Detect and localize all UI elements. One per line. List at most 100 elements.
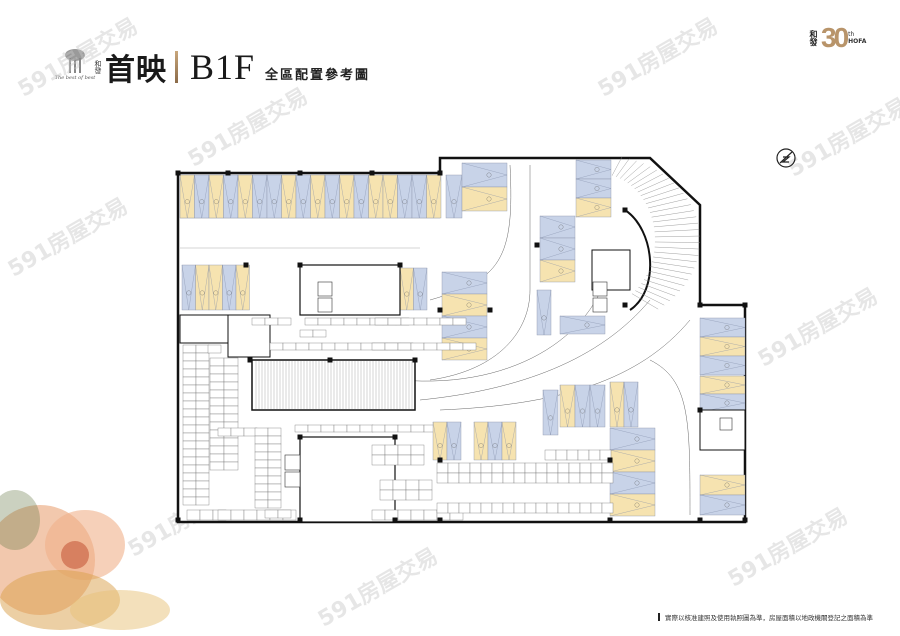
motorcycle-space [254,491,269,501]
stall-marking [324,174,340,219]
stall-number [228,199,234,205]
stall-number [506,443,512,448]
stall-marking [589,384,606,428]
motorcycle-space [209,357,225,367]
stall-number [541,315,547,321]
ramp-step [643,187,680,200]
motorcycle-space [384,444,399,456]
motorcycle-space [182,416,197,426]
parking-stall [208,174,224,219]
motorcycle-space [579,472,592,484]
parking-stall [411,174,427,219]
parking-stall [559,315,606,335]
motorcycle-space [458,462,471,474]
motorcycle-space [480,472,493,484]
parking-stall [208,264,223,311]
motorcycle-space [254,443,269,453]
motorcycle-space [447,462,460,474]
ramp-step [615,158,630,178]
stall-marking [441,337,488,361]
stall-number [595,408,600,414]
motorcycle-space [295,342,310,351]
motorcycle-space [182,368,197,378]
parking-stall [559,384,576,428]
stall-marking [575,178,612,199]
stall-number [451,443,457,448]
ramp-step [654,235,700,238]
motorcycle-space [535,462,548,474]
structural-column [622,207,628,213]
stall-number [466,302,472,308]
motorcycle-space [254,475,269,485]
ramp-step [631,293,659,310]
ramp-step [643,279,681,292]
motorcycle-space [397,424,412,433]
motorcycle-space [230,509,245,521]
stall-number [199,199,205,205]
motorcycle-space [579,502,592,514]
parking-stall [235,264,250,311]
parking-stall [181,264,196,311]
parking-stall [461,162,508,188]
parking-stall [539,237,576,261]
motorcycle-space [254,435,269,445]
stair-core [299,264,401,316]
stall-marking [539,215,576,239]
stall-marking [609,427,656,451]
ramp-step [651,261,695,269]
ramp-step [645,192,684,204]
motorcycle-space [601,502,614,514]
elevator-icon [284,471,301,488]
stall-number [417,291,423,297]
stall-number [213,199,219,205]
parking-stall [179,174,195,219]
motorcycle-space [223,461,239,471]
motorcycle-space [209,397,225,407]
parking-stall [609,471,656,495]
motorcycle-space [254,427,269,437]
motorcycle-space [223,405,239,415]
stall-marking [194,174,210,219]
motorcycle-space [223,389,239,399]
motorcycle-space [544,449,557,461]
ramp-step [654,241,700,243]
parking-stall [413,267,428,311]
parking-stall [252,174,268,219]
motorcycle-space [182,464,197,474]
motorcycle-space [371,509,386,521]
north-arrow-icon [776,148,796,168]
parking-stall [281,174,297,219]
brand-tagline: The best of best [54,75,96,81]
motorcycle-space [458,502,471,514]
parking-stall [609,381,625,428]
motorcycle-space [223,373,239,383]
ramp-step [648,270,689,281]
motorcycle-space [392,479,407,491]
motorcycle-space [590,472,603,484]
motorcycle-space [209,365,225,375]
motorcycle-space [413,317,428,326]
motorcycle-space [405,489,420,501]
parking-stall [194,174,210,219]
parking-stall [574,384,591,428]
stall-number [416,199,422,205]
motorcycle-space [209,453,225,463]
motorcycle-space [557,502,570,514]
stall-number [724,482,730,488]
parking-stall [339,174,355,219]
ramp-step [651,210,694,218]
parking-stall [609,449,656,473]
motorcycle-space [199,509,214,521]
motorcycle-space [182,472,197,482]
stall-number [634,458,640,464]
stall-marking [609,493,656,517]
motorcycle-space [195,480,210,490]
stall-number [558,246,564,252]
motorcycle-space [195,360,210,370]
motorcycle-space [458,472,471,484]
structural-column [175,170,181,176]
parking-stall [699,375,746,395]
structural-column [742,302,748,308]
motorcycle-space [491,502,504,514]
motorcycle-space [217,509,232,521]
